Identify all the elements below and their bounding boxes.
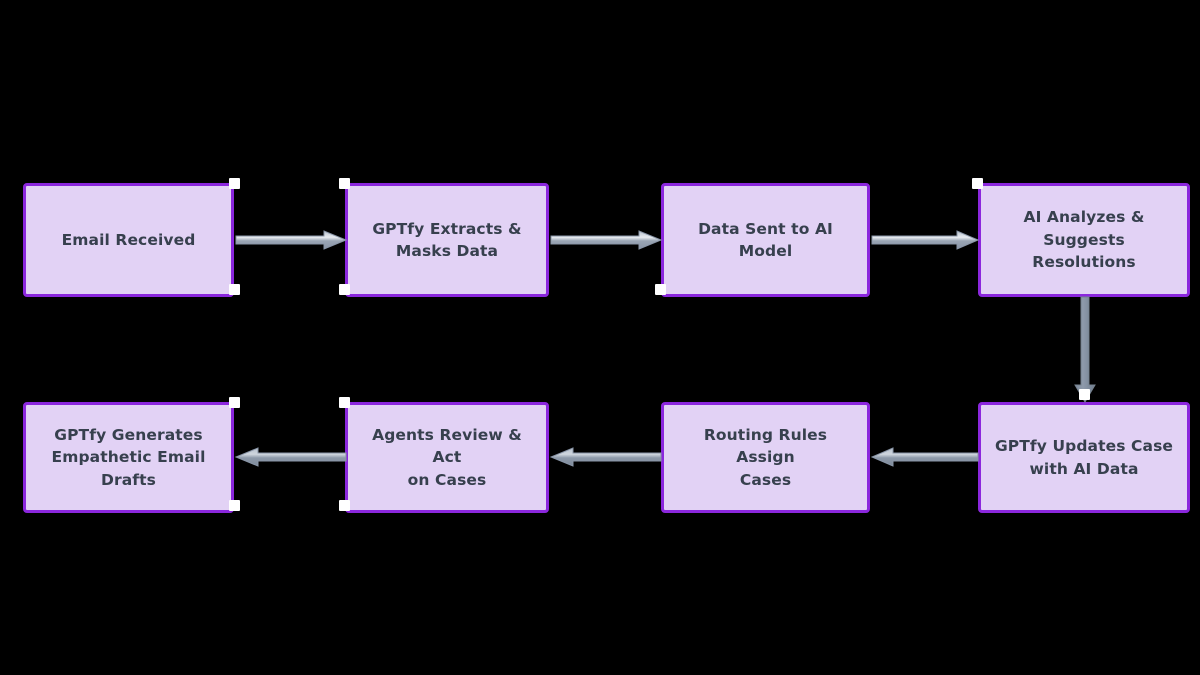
- connection-handle[interactable]: [229, 500, 240, 511]
- connection-handle[interactable]: [339, 500, 350, 511]
- node-email-received[interactable]: Email Received: [23, 183, 234, 297]
- edge-gptfy-updates-to-routing-rules: [870, 447, 979, 467]
- connection-handle[interactable]: [339, 284, 350, 295]
- node-data-sent-to-ai-model[interactable]: Data Sent to AI Model: [661, 183, 870, 297]
- node-label: Routing Rules Assign Cases: [703, 425, 828, 489]
- connection-handle[interactable]: [655, 284, 666, 295]
- node-label: AI Analyzes & Suggests Resolutions: [1023, 208, 1145, 272]
- edge-data-sent-to-ai-analyzes: [871, 230, 980, 250]
- node-ai-analyzes-suggests-resolutions[interactable]: AI Analyzes & Suggests Resolutions: [978, 183, 1190, 297]
- edge-gptfy-extracts-to-data-sent: [550, 230, 663, 250]
- connection-handle[interactable]: [972, 178, 983, 189]
- edge-email-received-to-gptfy-extracts: [235, 230, 348, 250]
- node-agents-review-act-on-cases[interactable]: Agents Review & Act on Cases: [345, 402, 549, 513]
- connection-handle[interactable]: [229, 178, 240, 189]
- node-label: Data Sent to AI Model: [698, 219, 833, 260]
- node-label: GPTfy Generates Empathetic Email Drafts: [51, 425, 206, 489]
- connection-handle[interactable]: [229, 284, 240, 295]
- edge-ai-analyzes-to-gptfy-updates: [1074, 296, 1096, 403]
- edge-routing-rules-to-agents-review: [549, 447, 662, 467]
- node-routing-rules-assign-cases[interactable]: Routing Rules Assign Cases: [661, 402, 870, 513]
- node-label: Agents Review & Act on Cases: [372, 425, 522, 489]
- connection-handle[interactable]: [229, 397, 240, 408]
- node-label: GPTfy Updates Case with AI Data: [994, 437, 1174, 478]
- node-gptfy-updates-case-with-ai-data[interactable]: GPTfy Updates Case with AI Data: [978, 402, 1190, 513]
- node-label: Email Received: [61, 230, 196, 249]
- node-gptfy-generates-empathetic-email-drafts[interactable]: GPTfy Generates Empathetic Email Drafts: [23, 402, 234, 513]
- connection-handle[interactable]: [339, 178, 350, 189]
- connection-handle[interactable]: [339, 397, 350, 408]
- node-gptfy-extracts-masks-data[interactable]: GPTfy Extracts & Masks Data: [345, 183, 549, 297]
- edge-agents-review-to-gptfy-generates: [234, 447, 347, 467]
- node-label: GPTfy Extracts & Masks Data: [372, 219, 522, 260]
- connection-handle[interactable]: [1079, 389, 1090, 400]
